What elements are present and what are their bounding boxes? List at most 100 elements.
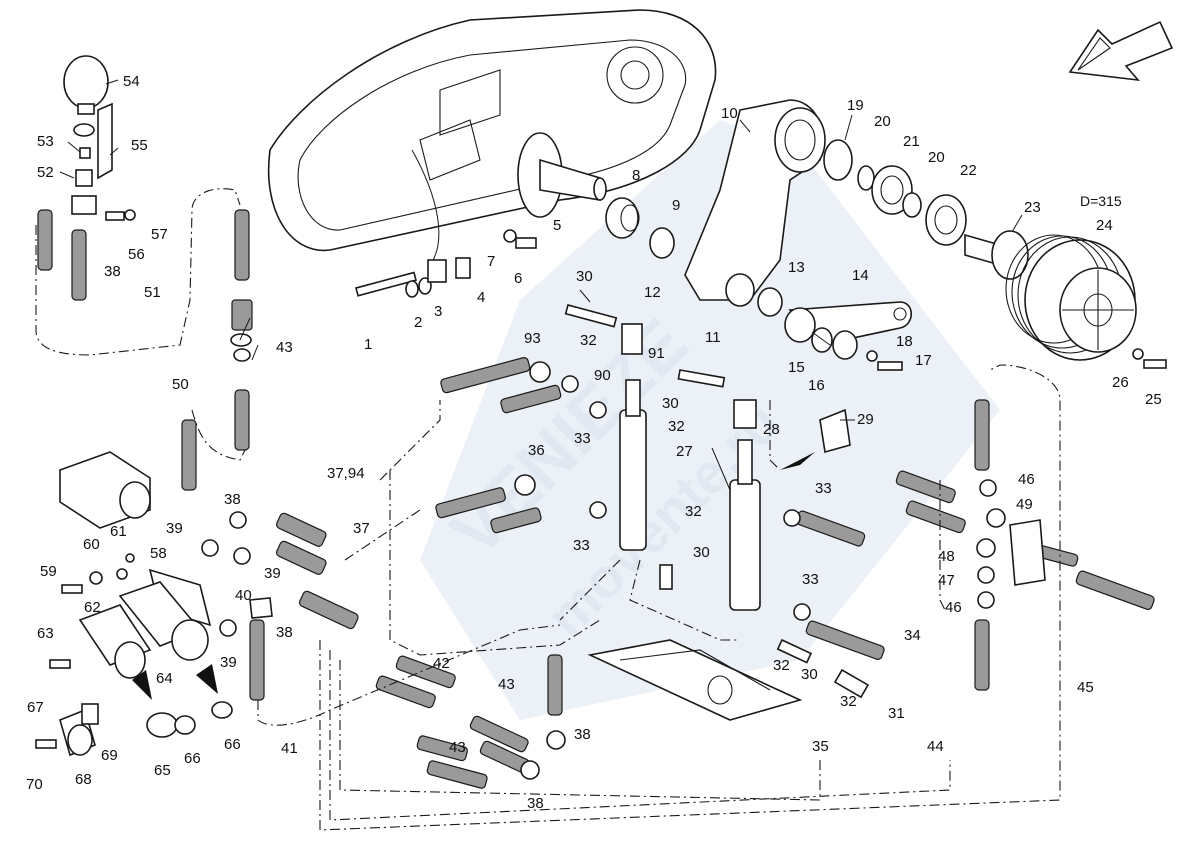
callout-33d: 33 <box>802 571 819 588</box>
callout-32a: 32 <box>580 332 597 349</box>
callout-5: 5 <box>553 217 561 234</box>
callout-45: 45 <box>1077 679 1094 696</box>
callout-20a: 20 <box>874 113 891 130</box>
callout-35: 35 <box>812 738 829 755</box>
callout-49: 49 <box>1016 496 1033 513</box>
callout-11: 11 <box>705 329 721 346</box>
callout-64: 64 <box>156 670 173 687</box>
callout-34: 34 <box>904 627 921 644</box>
callout-31: 31 <box>888 705 905 722</box>
callout-56: 56 <box>128 246 145 263</box>
callout-12: 12 <box>644 284 661 301</box>
callout-66a: 66 <box>184 750 201 767</box>
cylinder-28 <box>729 399 761 611</box>
callout-10: 10 <box>721 105 738 122</box>
callout-65: 65 <box>154 762 171 779</box>
callout-21: 21 <box>903 133 920 150</box>
callout-30a: 30 <box>576 268 593 285</box>
callout-63: 63 <box>37 625 54 642</box>
callout-37: 37 <box>353 520 370 537</box>
axle-assembly <box>355 132 607 298</box>
callout-67: 67 <box>27 699 44 716</box>
callout-18: 18 <box>896 333 913 350</box>
callout-8: 8 <box>632 167 640 184</box>
callout-37-94: 37,94 <box>327 465 365 482</box>
callout-32c: 32 <box>685 503 702 520</box>
callout-40: 40 <box>235 587 252 604</box>
callout-61: 61 <box>110 523 127 540</box>
callout-23: 23 <box>1024 199 1041 216</box>
callout-38a: 38 <box>104 263 121 280</box>
valve-group <box>35 451 233 757</box>
callout-3: 3 <box>434 303 442 320</box>
callout-62: 62 <box>84 599 101 616</box>
callout-19: 19 <box>847 97 864 114</box>
callout-14: 14 <box>852 267 869 284</box>
callout-43b: 43 <box>498 676 515 693</box>
callout-38e: 38 <box>527 795 544 812</box>
callout-30c: 30 <box>693 544 710 561</box>
callout-labels: 1 2 3 4 5 6 7 8 9 10 11 12 13 14 15 16 1… <box>26 73 1162 812</box>
cylinder-27 <box>619 323 647 551</box>
callout-58: 58 <box>150 545 167 562</box>
callout-30d: 30 <box>801 666 818 683</box>
dimension-label: D=315 <box>1080 193 1122 209</box>
accumulator-group <box>37 55 136 301</box>
orientation-arrow-icon <box>1068 20 1174 82</box>
callout-43a: 43 <box>276 339 293 356</box>
callout-93: 93 <box>524 330 541 347</box>
callout-41: 41 <box>281 740 298 757</box>
callout-46b: 46 <box>945 599 962 616</box>
pivot-arm-10 <box>684 99 826 307</box>
callout-42: 42 <box>433 655 450 672</box>
callout-29: 29 <box>857 411 874 428</box>
callout-22: 22 <box>960 162 977 179</box>
callout-6: 6 <box>514 270 522 287</box>
callout-59: 59 <box>40 563 57 580</box>
callout-43c: 43 <box>449 739 466 756</box>
callout-38d: 38 <box>574 726 591 743</box>
callout-33b: 33 <box>573 537 590 554</box>
callout-32d: 32 <box>773 657 790 674</box>
callout-7: 7 <box>487 253 495 270</box>
bracket-14 <box>757 287 1167 371</box>
callout-25: 25 <box>1145 391 1162 408</box>
callout-38b: 38 <box>224 491 241 508</box>
callout-24: 24 <box>1096 217 1113 234</box>
pulley-24 <box>1005 234 1137 361</box>
callout-33c: 33 <box>815 480 832 497</box>
callout-15: 15 <box>788 359 805 376</box>
callout-44: 44 <box>927 738 944 755</box>
watermark: VENIEZE movente.ru <box>420 120 1000 720</box>
callout-17: 17 <box>915 352 932 369</box>
callout-54: 54 <box>123 73 140 90</box>
pins-group <box>564 304 870 699</box>
callout-66b: 66 <box>224 736 241 753</box>
callout-2: 2 <box>414 314 422 331</box>
callout-39c: 39 <box>220 654 237 671</box>
callout-68: 68 <box>75 771 92 788</box>
callout-13: 13 <box>788 259 805 276</box>
hose-routing-lines <box>35 188 1061 831</box>
callout-38c: 38 <box>276 624 293 641</box>
leader-lines <box>59 79 1023 491</box>
callout-91: 91 <box>648 345 665 362</box>
bearing-8-9 <box>605 197 675 259</box>
callout-39b: 39 <box>264 565 281 582</box>
callout-33a: 33 <box>574 430 591 447</box>
callout-70: 70 <box>26 776 43 793</box>
bearing-stack-19-23 <box>823 139 1029 280</box>
callout-47: 47 <box>938 572 955 589</box>
callout-9: 9 <box>672 197 680 214</box>
fittings <box>201 333 1046 780</box>
callout-20b: 20 <box>928 149 945 166</box>
callout-48: 48 <box>938 548 955 565</box>
callout-26: 26 <box>1112 374 1129 391</box>
callout-1: 1 <box>364 336 372 353</box>
callout-4: 4 <box>477 289 485 306</box>
callout-46a: 46 <box>1018 471 1035 488</box>
callout-39a: 39 <box>166 520 183 537</box>
callout-60: 60 <box>83 536 100 553</box>
callout-57: 57 <box>151 226 168 243</box>
